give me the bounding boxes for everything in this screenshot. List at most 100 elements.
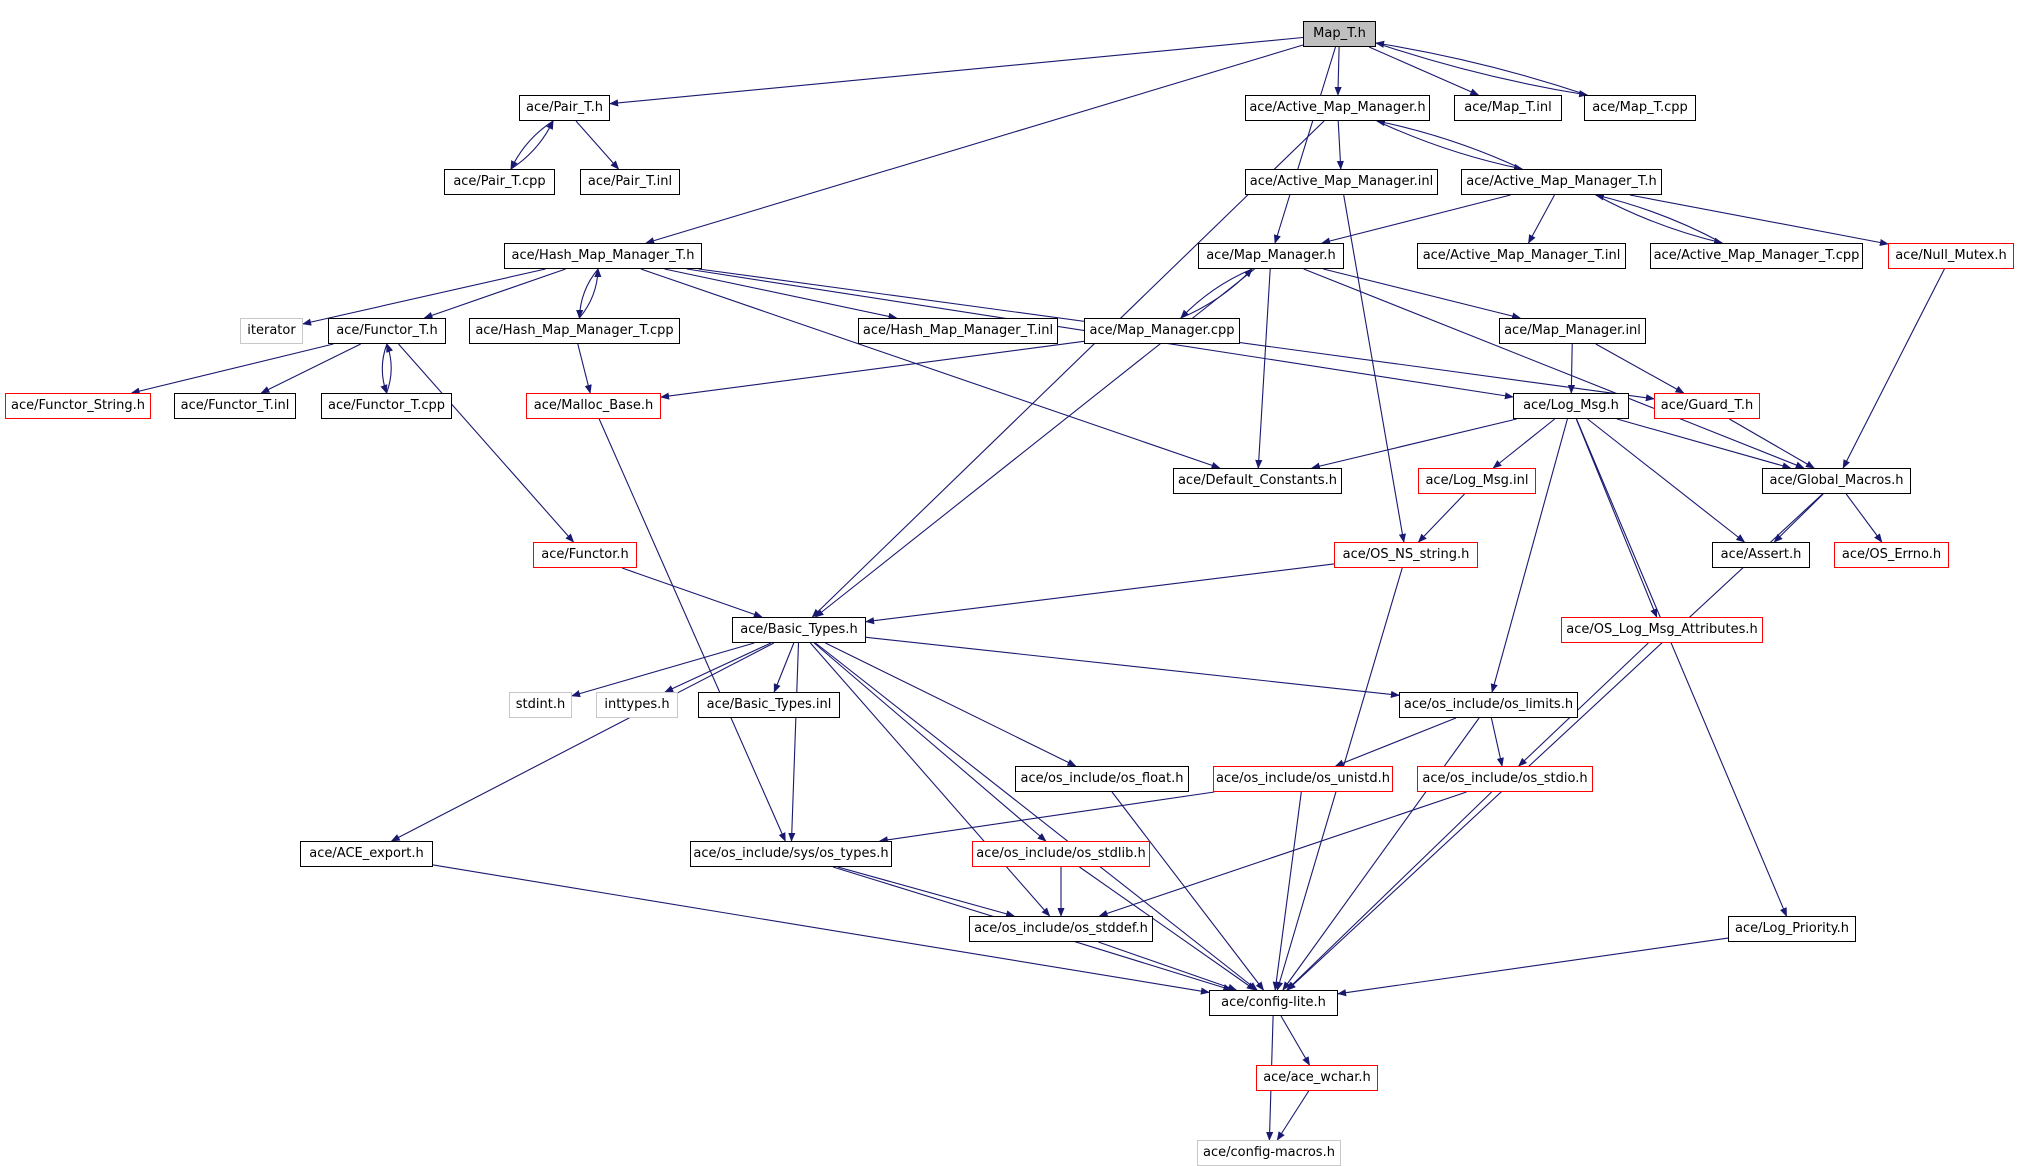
edge-map-t-cpp-to-map-t-h — [1375, 40, 1588, 96]
edge-active-map-manager-t-h-to-null-mutex-h — [1629, 194, 1889, 247]
node-hash-map-manager-t-cpp[interactable]: ace/Hash_Map_Manager_T.cpp — [469, 318, 680, 344]
edge-os-stddef-h-to-config-lite-h — [1098, 941, 1238, 991]
edge-map-t-h-to-active-map-manager-h — [1334, 46, 1342, 96]
node-config-lite-h[interactable]: ace/config-lite.h — [1209, 990, 1338, 1016]
node-active-map-manager-t-cpp[interactable]: ace/Active_Map_Manager_T.cpp — [1650, 243, 1863, 269]
node-default-constants-h[interactable]: ace/Default_Constants.h — [1173, 468, 1342, 494]
edge-log-msg-h-to-os-log-msg-attributes-h — [1575, 418, 1658, 618]
node-stdint-h[interactable]: stdint.h — [509, 692, 572, 718]
node-functor-t-h[interactable]: ace/Functor_T.h — [328, 318, 446, 344]
node-malloc-base-h[interactable]: ace/Malloc_Base.h — [526, 393, 661, 419]
node-os-ns-string-h[interactable]: ace/OS_NS_string.h — [1334, 542, 1478, 568]
edge-map-t-h-to-map-manager-h — [1273, 46, 1337, 244]
node-hash-map-manager-t-h[interactable]: ace/Hash_Map_Manager_T.h — [504, 243, 702, 269]
edge-basic-types-h-to-os-stddef-h — [809, 642, 1051, 917]
edge-basic-types-h-to-os-stdlib-h — [813, 642, 1047, 842]
node-global-macros-h[interactable]: ace/Global_Macros.h — [1762, 468, 1911, 494]
edge-map-t-h-to-hash-map-manager-t-h — [645, 44, 1304, 245]
node-active-map-manager-t-h[interactable]: ace/Active_Map_Manager_T.h — [1461, 169, 1662, 195]
node-inttypes-h[interactable]: inttypes.h — [596, 692, 678, 718]
edge-hash-map-manager-t-h-to-default-constants-h — [640, 268, 1221, 469]
node-os-unistd-h[interactable]: ace/os_include/os_unistd.h — [1213, 766, 1393, 792]
edge-active-map-manager-h-to-active-map-manager-t-h — [1376, 120, 1523, 171]
edge-functor-t-h-to-functor-h — [398, 343, 575, 543]
edge-map-manager-cpp-to-malloc-base-h — [660, 340, 1085, 400]
node-os-stddef-h[interactable]: ace/os_include/os_stddef.h — [969, 916, 1153, 942]
edge-hash-map-manager-t-h-to-functor-t-h — [423, 268, 566, 319]
node-log-msg-inl[interactable]: ace/Log_Msg.inl — [1418, 468, 1536, 494]
node-basic-types-inl[interactable]: ace/Basic_Types.inl — [698, 692, 840, 718]
edge-os-types-h-to-os-stddef-h — [837, 866, 1016, 918]
node-ace-wchar-h[interactable]: ace/ace_wchar.h — [1256, 1065, 1378, 1091]
node-pair-t-cpp[interactable]: ace/Pair_T.cpp — [444, 169, 555, 195]
edge-active-map-manager-h-to-active-map-manager-inl — [1336, 120, 1344, 170]
node-map-t-h[interactable]: Map_T.h — [1303, 21, 1376, 47]
node-guard-t-h[interactable]: ace/Guard_T.h — [1654, 393, 1760, 419]
edge-os-limits-h-to-os-stdio-h — [1490, 717, 1504, 767]
node-config-macros-h[interactable]: ace/config-macros.h — [1197, 1140, 1341, 1166]
edge-os-stdio-h-to-os-stddef-h — [1098, 791, 1467, 917]
edge-map-manager-inl-to-log-msg-h — [1567, 343, 1576, 394]
node-active-map-manager-t-inl[interactable]: ace/Active_Map_Manager_T.inl — [1417, 243, 1626, 269]
edge-null-mutex-h-to-global-macros-h — [1842, 268, 1945, 469]
edge-log-msg-inl-to-os-ns-string-h — [1417, 493, 1465, 543]
node-map-manager-h[interactable]: ace/Map_Manager.h — [1198, 243, 1344, 269]
edge-malloc-base-h-to-os-types-h — [598, 418, 786, 842]
node-os-log-msg-attributes-h[interactable]: ace/OS_Log_Msg_Attributes.h — [1561, 617, 1763, 643]
node-null-mutex-h[interactable]: ace/Null_Mutex.h — [1888, 243, 2014, 269]
edge-basic-types-h-to-basic-types-inl — [773, 642, 795, 693]
edge-hash-map-manager-t-h-to-hash-map-manager-t-cpp — [576, 268, 599, 319]
edge-basic-types-h-to-inttypes-h — [664, 642, 772, 693]
edge-log-msg-h-to-log-priority-h — [1575, 418, 1788, 917]
node-functor-t-inl[interactable]: ace/Functor_T.inl — [174, 393, 296, 419]
node-hash-map-manager-t-inl[interactable]: ace/Hash_Map_Manager_T.inl — [858, 318, 1058, 344]
node-os-float-h[interactable]: ace/os_include/os_float.h — [1015, 766, 1189, 792]
node-functor-t-cpp[interactable]: ace/Functor_T.cpp — [321, 393, 452, 419]
node-pair-t-h[interactable]: ace/Pair_T.h — [519, 95, 610, 121]
edge-functor-t-cpp-to-functor-t-h — [386, 343, 394, 394]
node-assert-h[interactable]: ace/Assert.h — [1712, 542, 1810, 568]
edge-hash-map-manager-t-cpp-to-malloc-base-h — [577, 343, 592, 394]
edge-map-manager-h-to-default-constants-h — [1255, 268, 1271, 469]
edge-log-msg-h-to-global-macros-h — [1616, 418, 1792, 470]
node-os-limits-h[interactable]: ace/os_include/os_limits.h — [1399, 692, 1578, 718]
node-basic-types-h[interactable]: ace/Basic_Types.h — [732, 617, 866, 643]
edge-basic-types-h-to-config-lite-h — [815, 642, 1258, 991]
node-functor-h[interactable]: ace/Functor.h — [533, 542, 637, 568]
edge-pair-t-h-to-pair-t-inl — [575, 120, 620, 170]
node-map-manager-cpp[interactable]: ace/Map_Manager.cpp — [1084, 318, 1240, 344]
node-iterator[interactable]: iterator — [240, 318, 303, 344]
node-os-types-h[interactable]: ace/os_include/sys/os_types.h — [690, 841, 892, 867]
edge-log-msg-h-to-assert-h — [1587, 418, 1746, 543]
edge-active-map-manager-t-h-to-map-manager-h — [1321, 194, 1511, 245]
node-os-stdlib-h[interactable]: ace/os_include/os_stdlib.h — [972, 841, 1150, 867]
node-map-t-inl[interactable]: ace/Map_T.inl — [1454, 95, 1562, 121]
node-os-errno-h[interactable]: ace/OS_Errno.h — [1834, 542, 1949, 568]
node-os-stdio-h[interactable]: ace/os_include/os_stdio.h — [1417, 766, 1593, 792]
node-log-priority-h[interactable]: ace/Log_Priority.h — [1728, 916, 1856, 942]
node-map-manager-inl[interactable]: ace/Map_Manager.inl — [1499, 318, 1646, 344]
edge-basic-types-h-to-stdint-h — [571, 642, 755, 698]
node-active-map-manager-inl[interactable]: ace/Active_Map_Manager.inl — [1245, 169, 1438, 195]
edge-active-map-manager-t-h-to-active-map-manager-t-inl — [1528, 194, 1555, 244]
node-map-t-cpp[interactable]: ace/Map_T.cpp — [1584, 95, 1696, 121]
node-functor-string-h[interactable]: ace/Functor_String.h — [5, 393, 151, 419]
node-log-msg-h[interactable]: ace/Log_Msg.h — [1513, 393, 1629, 419]
edge-functor-t-h-to-functor-t-inl — [260, 343, 361, 394]
edge-active-map-manager-h-to-basic-types-h — [811, 120, 1325, 618]
node-active-map-manager-h[interactable]: ace/Active_Map_Manager.h — [1245, 95, 1430, 121]
edge-map-manager-h-to-map-manager-cpp — [1180, 268, 1253, 319]
edge-os-stdlib-h-to-config-lite-h — [1079, 866, 1256, 991]
edge-os-unistd-h-to-config-lite-h — [1272, 791, 1302, 991]
edge-pair-t-h-to-pair-t-cpp — [510, 120, 554, 170]
edge-log-msg-h-to-os-limits-h — [1490, 418, 1568, 693]
edge-map-manager-h-to-global-macros-h — [1303, 268, 1805, 469]
edge-os-log-msg-attributes-h-to-os-stdio-h — [1518, 642, 1649, 767]
edge-log-priority-h-to-config-lite-h — [1337, 937, 1729, 997]
edge-ace-wchar-h-to-config-macros-h — [1276, 1090, 1310, 1141]
node-ace-export-h[interactable]: ace/ACE_export.h — [300, 841, 433, 867]
edge-os-stdio-h-to-config-lite-h — [1286, 791, 1492, 991]
node-pair-t-inl[interactable]: ace/Pair_T.inl — [580, 169, 680, 195]
edge-pair-t-cpp-to-pair-t-h — [510, 120, 554, 170]
